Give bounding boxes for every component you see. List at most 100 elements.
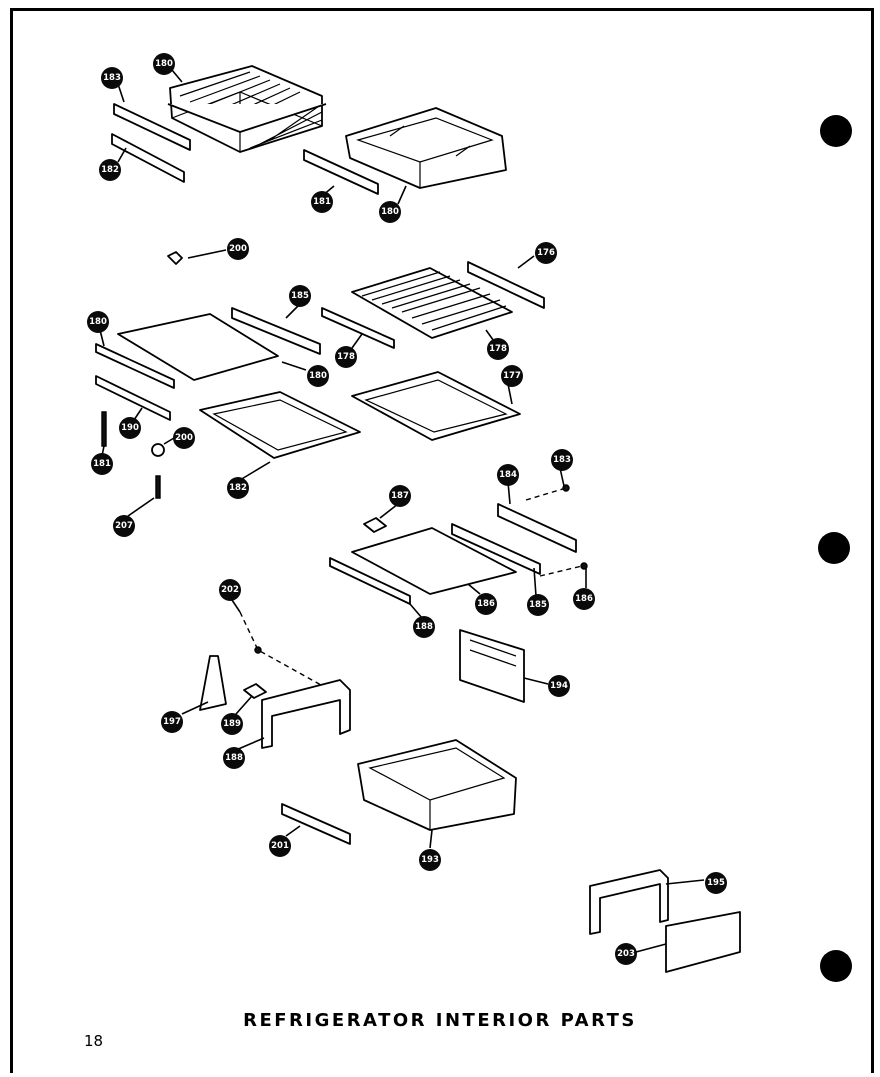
- callout-183-top: 183: [101, 67, 123, 89]
- pin-path-202: [239, 611, 331, 691]
- callout-178-rail: 178: [335, 346, 357, 368]
- svg-text:178: 178: [489, 344, 507, 354]
- svg-text:186: 186: [575, 594, 593, 604]
- callout-182-frame: 182: [227, 477, 249, 499]
- svg-text:194: 194: [550, 681, 568, 691]
- svg-text:200: 200: [175, 433, 193, 443]
- svg-text:187: 187: [391, 491, 409, 501]
- screw-path-195: [539, 565, 583, 577]
- glass-shelf-left: [117, 313, 279, 381]
- clip-189: [243, 683, 267, 699]
- cover-203: [665, 911, 741, 973]
- pan-193: [357, 739, 517, 831]
- svg-text:189: 189: [223, 719, 241, 729]
- callout-190: 190: [119, 417, 141, 439]
- svg-text:183: 183: [103, 73, 121, 83]
- callout-193: 193: [419, 849, 441, 871]
- svg-text:181: 181: [313, 197, 331, 207]
- grommet-200: [151, 443, 165, 457]
- crisper-pan-top: [345, 107, 507, 189]
- shelf-frame-left: [199, 391, 361, 459]
- svg-text:177: 177: [503, 371, 521, 381]
- rail-184: [497, 503, 577, 553]
- binder-hole-bottom: [820, 950, 852, 982]
- callout-183-screw: 183: [551, 449, 573, 471]
- svg-text:193: 193: [421, 855, 439, 865]
- rail-182: [111, 133, 185, 183]
- callout-178-shelf: 178: [487, 338, 509, 360]
- svg-text:188: 188: [415, 622, 433, 632]
- svg-text:201: 201: [271, 841, 289, 851]
- callout-180-basket: 180: [153, 53, 175, 75]
- rail-176: [467, 261, 545, 309]
- svg-text:181: 181: [93, 459, 111, 469]
- pin-202: [254, 646, 262, 654]
- callout-188-rail: 188: [413, 616, 435, 638]
- wire-shelf: [351, 267, 513, 339]
- page-number: 18: [84, 1032, 104, 1050]
- rail-181-top: [303, 149, 379, 195]
- door-trim-194: [459, 629, 525, 703]
- front-rail-180: [95, 343, 175, 389]
- callout-197: 197: [161, 711, 183, 733]
- svg-text:184: 184: [499, 470, 517, 480]
- diagram-caption: REFRIGERATOR INTERIOR PARTS: [243, 1010, 637, 1031]
- rail-185-upper: [231, 307, 321, 355]
- screw-195: [580, 562, 588, 570]
- callout-189: 189: [221, 713, 243, 735]
- screw-207: [155, 475, 161, 499]
- svg-text:183: 183: [553, 455, 571, 465]
- callout-180-glass: 180: [307, 365, 329, 387]
- svg-text:203: 203: [617, 949, 635, 959]
- wire-basket: [167, 65, 327, 153]
- svg-text:180: 180: [309, 371, 327, 381]
- rail-185-middle: [451, 523, 541, 575]
- callout-181-top: 181: [311, 191, 333, 213]
- binder-hole-top: [820, 115, 852, 147]
- bracket-186: [261, 679, 351, 749]
- callout-180-crisper: 180: [379, 201, 401, 223]
- front-rail-190: [95, 375, 171, 421]
- callout-207: 207: [113, 515, 135, 537]
- svg-text:176: 176: [537, 248, 555, 258]
- svg-text:182: 182: [229, 483, 247, 493]
- callout-187: 187: [389, 485, 411, 507]
- cone-197: [199, 655, 227, 711]
- svg-text:186: 186: [477, 599, 495, 609]
- svg-text:197: 197: [163, 717, 181, 727]
- clip-200-top: [167, 251, 183, 265]
- svg-text:178: 178: [337, 352, 355, 362]
- shelf-frame-177: [351, 371, 521, 441]
- callout-203: 203: [615, 943, 637, 965]
- screw-181: [101, 411, 107, 447]
- callout-185-upper: 185: [289, 285, 311, 307]
- callout-184: 184: [497, 464, 519, 486]
- callout-186-screw: 186: [573, 588, 595, 610]
- callout-186-glass: 186: [475, 593, 497, 615]
- screw-path-183: [525, 487, 567, 501]
- svg-text:185: 185: [291, 291, 309, 301]
- svg-text:182: 182: [101, 165, 119, 175]
- rail-201: [281, 803, 351, 845]
- callout-185-middle: 185: [527, 594, 549, 616]
- callout-200-top: 200: [227, 238, 249, 260]
- rail-178: [321, 307, 395, 349]
- callout-200-grommet: 200: [173, 427, 195, 449]
- svg-text:180: 180: [89, 317, 107, 327]
- callout-202: 202: [219, 579, 241, 601]
- clip-187: [363, 517, 387, 533]
- bracket-195: [589, 869, 669, 935]
- svg-text:185: 185: [529, 600, 547, 610]
- svg-text:180: 180: [155, 59, 173, 69]
- callout-177: 177: [501, 365, 523, 387]
- leader-lines: [99, 69, 705, 953]
- rail-183: [113, 103, 191, 151]
- svg-text:190: 190: [121, 423, 139, 433]
- glass-shelf-middle: [351, 527, 517, 595]
- svg-text:200: 200: [229, 244, 247, 254]
- callout-181-screw: 181: [91, 453, 113, 475]
- callout-195: 195: [705, 872, 727, 894]
- callout-180-left: 180: [87, 311, 109, 333]
